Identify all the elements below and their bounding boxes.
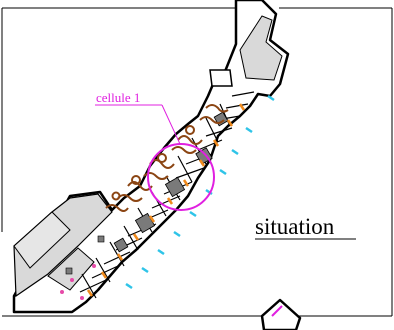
- drawing-frame: [1, 7, 393, 317]
- interior-rooms: [79, 91, 255, 299]
- callout-circle: [147, 143, 215, 211]
- colored-details: [60, 94, 275, 300]
- callout-leader-line: [161, 104, 181, 145]
- title-block: situation: [255, 214, 356, 240]
- title-label: situation: [255, 214, 335, 239]
- gray-zones: [13, 15, 283, 298]
- cellule-callout: cellule 1: [95, 90, 215, 211]
- callout-label: cellule 1: [96, 90, 140, 105]
- bottom-sign: [260, 298, 302, 330]
- dark-blocks: [113, 111, 229, 253]
- vegetation: [105, 104, 229, 212]
